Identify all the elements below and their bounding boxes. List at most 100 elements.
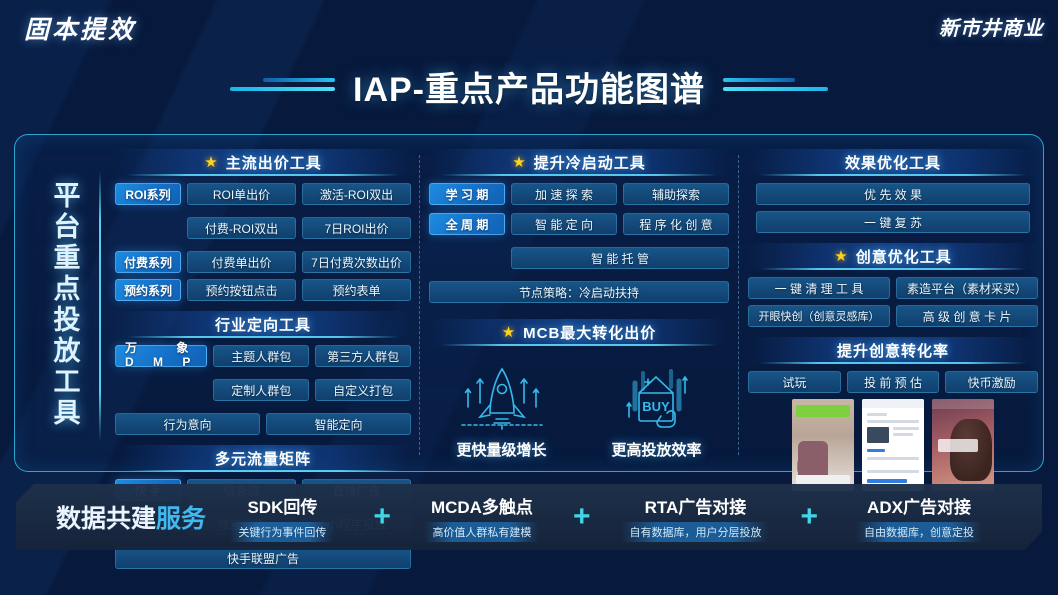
mcb-caption-growth: 更快量级增长 (456, 442, 547, 459)
chip-one-click-cleanup-tool[interactable]: 一 键 清 理 工 具 (748, 277, 890, 299)
column-divider-2 (738, 155, 739, 455)
row: 定制人群包 自定义打包 (213, 379, 411, 401)
section-title: 行业定向工具 (214, 316, 311, 334)
pay-series-row: 付费系列 付费单出价 7日付费次数出价 (115, 251, 411, 273)
bottom-item-rta[interactable]: RTA广告对接 自有数据库，用户分层投放 (606, 493, 784, 542)
chip-roi-series[interactable]: ROI系列 (115, 183, 181, 205)
chip-custom-audience-pack[interactable]: 定制人群包 (213, 379, 310, 401)
row: 智 能 定 向 程 序 化 创 意 (511, 213, 729, 235)
full-cycle-items: 智 能 定 向 程 序 化 创 意 智 能 托 管 (511, 213, 729, 275)
creative-row-1: 一 键 清 理 工 具 素造平台（素材采买） (748, 277, 1038, 299)
section-header-mainstream-bidding: ★ 主流出价工具 (115, 149, 411, 176)
bottom-title-b: 服务 (156, 505, 207, 533)
learning-label-wrap: 学 习 期 (429, 183, 505, 205)
chip-self-defined-pack[interactable]: 自定义打包 (315, 379, 411, 401)
mcb-figure-growth: 更快量级增长 (429, 359, 574, 460)
chip-one-click-recovery[interactable]: 一 键 复 苏 (756, 211, 1030, 233)
dmp-label-wrap: 万 象 D M P (115, 341, 208, 407)
row: ROI单出价 激活-ROI双出 (187, 183, 411, 205)
section-header-industry-targeting: 行业定向工具 (115, 311, 411, 338)
chip-node-strategy[interactable]: 节点策略：冷启动扶持 (429, 281, 729, 303)
kuaishou-union-row: 快手联盟广告 (115, 547, 411, 569)
chip-advanced-creative-card[interactable]: 高 级 创 意 卡 片 (896, 305, 1038, 327)
dmp-line-1: 万 象 (125, 341, 207, 356)
chip-7day-pay-count-bid[interactable]: 7日付费次数出价 (302, 251, 411, 273)
chip-activation-roi-dual[interactable]: 激活-ROI双出 (302, 183, 411, 205)
star-icon: ★ (512, 153, 526, 171)
targeting-extra-row: 行为意向 智能定向 (115, 413, 411, 435)
chip-smart-hosting[interactable]: 智 能 托 管 (511, 247, 729, 269)
thumbnail-playable-ad[interactable] (792, 399, 854, 491)
chip-pay-single-bid[interactable]: 付费单出价 (187, 251, 296, 273)
chip-behavior-intent[interactable]: 行为意向 (115, 413, 260, 435)
section-header-conversion-rate: 提升创意转化率 (748, 337, 1038, 364)
full-cycle-block: 全 周 期 智 能 定 向 程 序 化 创 意 智 能 托 管 (429, 213, 729, 275)
thumbnail-live-creative[interactable] (932, 399, 994, 491)
section-header-mcb: ★ MCB最大转化出价 (429, 319, 729, 346)
chip-kuaishou-union-ads[interactable]: 快手联盟广告 (115, 547, 411, 569)
chip-smart-targeting[interactable]: 智能定向 (266, 413, 411, 435)
bottom-bar-title: 数据共建服务 (56, 499, 206, 535)
node-strategy-row: 节点策略：冷启动扶持 (429, 281, 729, 303)
chip-accelerate-exploration[interactable]: 加 速 探 索 (511, 183, 617, 205)
chip-booking-form[interactable]: 预约表单 (302, 279, 411, 301)
bottom-item-adx[interactable]: ADX广告对接 自由数据库，创意定投 (834, 493, 1004, 542)
section-title: 主流出价工具 (225, 154, 322, 172)
learning-items: 加 速 探 索 辅助探索 (511, 183, 729, 205)
chip-playable[interactable]: 试玩 (748, 371, 841, 393)
bottom-item-sub: 自有数据库，用户分层投放 (621, 522, 769, 542)
chip-pay-roi-dual[interactable]: 付费-ROI双出 (187, 217, 296, 239)
bottom-item-sub: 自由数据库，创意定投 (856, 522, 982, 542)
plus-icon: + (572, 500, 591, 533)
chip-programmatic-creative[interactable]: 程 序 化 创 意 (623, 213, 729, 235)
buy-icon-text: BUY (642, 399, 670, 414)
thumbnail-estimate-report[interactable] (862, 399, 924, 491)
dmp-line-2: D M P (125, 355, 199, 369)
section-header-creative-optimization: ★ 创意优化工具 (748, 243, 1038, 270)
section-title: 提升创意转化率 (836, 342, 949, 360)
booking-series-row: 预约系列 预约按钮点击 预约表单 (115, 279, 411, 301)
chip-learning-period[interactable]: 学 习 期 (429, 183, 505, 205)
chip-smart-targeting-2[interactable]: 智 能 定 向 (511, 213, 617, 235)
chip-assisted-exploration[interactable]: 辅助探索 (623, 183, 729, 205)
learning-period-block: 学 习 期 加 速 探 索 辅助探索 (429, 183, 729, 205)
mcb-caption-efficiency: 更高投放效率 (611, 442, 702, 459)
bottom-item-sdk[interactable]: SDK回传 关键行为事件回传 (207, 493, 357, 542)
bottom-item-mcda[interactable]: MCDA多触点 高价值人群私有建模 (407, 493, 557, 542)
mcb-figures: 更快量级增长 (429, 359, 729, 460)
chip-pay-series[interactable]: 付费系列 (115, 251, 181, 273)
creative-row-2: 开眼快创（创意灵感库） 高 级 创 意 卡 片 (748, 305, 1038, 327)
mcb-figure-efficiency: BUY 更高投放效率 (584, 359, 729, 460)
chip-7day-roi-bid[interactable]: 7日ROI出价 (302, 217, 411, 239)
conversion-row: 试玩 投 前 预 估 快币激励 (748, 371, 1039, 393)
dmp-items: 主题人群包 第三方人群包 定制人群包 自定义打包 (213, 345, 411, 407)
star-icon: ★ (501, 323, 516, 341)
brand-logo-left: 固本提效 (24, 15, 137, 44)
chip-wanxiang-dmp[interactable]: 万 象 D M P (115, 341, 208, 369)
chip-pre-delivery-estimate[interactable]: 投 前 预 估 (846, 371, 940, 393)
section-header-cold-start: ★ 提升冷启动工具 (429, 149, 729, 176)
plus-icon: + (373, 500, 391, 533)
section-title: MCB最大转化出价 (523, 324, 657, 342)
chip-booking-series[interactable]: 预约系列 (115, 279, 181, 301)
chip-suzao-platform[interactable]: 素造平台（素材采买） (896, 277, 1038, 299)
effect-row-1: 优 先 效 果 (748, 183, 1038, 205)
column-divider-1 (419, 155, 420, 455)
title-rule-right (723, 76, 828, 98)
page-title: IAP-重点产品功能图谱 (353, 71, 705, 109)
roi-series-label-wrap: ROI系列 (115, 183, 181, 245)
bottom-item-title: SDK回传 (247, 497, 318, 517)
chip-full-cycle[interactable]: 全 周 期 (429, 213, 505, 235)
chip-kaiyan-kuaichuang[interactable]: 开眼快创（创意灵感库） (748, 305, 890, 327)
chip-third-party-audience-pack[interactable]: 第三方人群包 (315, 345, 411, 367)
star-icon: ★ (204, 153, 218, 171)
chip-kuaibi-incentive[interactable]: 快币激励 (945, 371, 1039, 393)
chip-theme-audience-pack[interactable]: 主题人群包 (213, 345, 310, 367)
row: 智 能 托 管 (511, 247, 729, 269)
roi-series-items: ROI单出价 激活-ROI双出 付费-ROI双出 7日ROI出价 (187, 183, 411, 245)
chip-priority-effect[interactable]: 优 先 效 果 (756, 183, 1030, 205)
rocket-growth-icon (460, 367, 543, 430)
chip-booking-button-click[interactable]: 预约按钮点击 (187, 279, 296, 301)
section-title: 效果优化工具 (844, 154, 941, 172)
chip-roi-single-bid[interactable]: ROI单出价 (187, 183, 296, 205)
